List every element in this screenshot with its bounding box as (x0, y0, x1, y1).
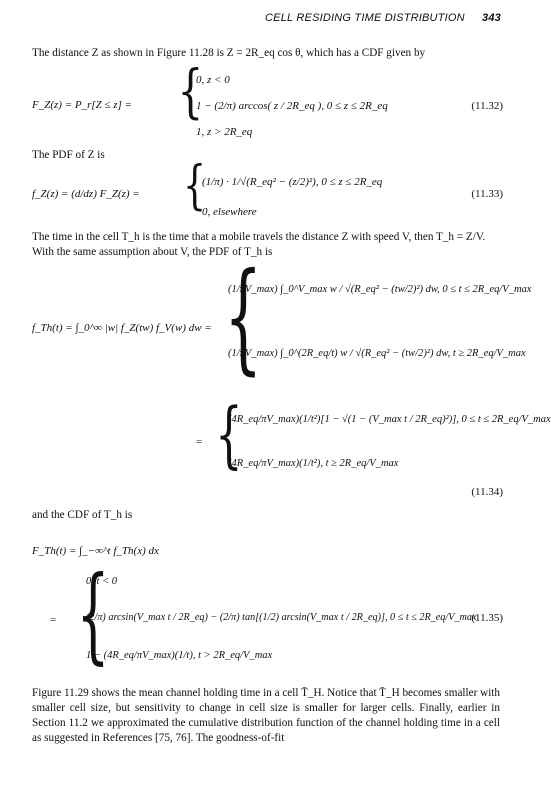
eq1135-brace: { (76, 553, 110, 675)
running-header: CELL RESIDING TIME DISTRIBUTION 343 (265, 12, 501, 24)
paragraph-4: and the CDF of T_h is (32, 508, 500, 523)
running-title: CELL RESIDING TIME DISTRIBUTION (265, 12, 465, 24)
eq1133-case2: 0, elsewhere (202, 206, 257, 218)
eq1133-case1: (1/π) · 1/√(R_eq² − (z/2)²), 0 ≤ z ≤ 2R_… (202, 176, 383, 188)
eq1133-lhs: f_Z(z) = (d/dz) F_Z(z) = (32, 188, 140, 200)
eq1134-equals: = (196, 436, 203, 448)
eq1133-number: (11.33) (471, 188, 503, 200)
eq1134-case2: (1/πV_max) ∫_0^(2R_eq/t) w / √(R_eq² − (… (228, 348, 526, 359)
eq1134-brace-bottom: { (215, 392, 243, 476)
paragraph-2-text: The PDF of Z is (32, 149, 105, 161)
paragraph-3-text: The time in the cell T_h is the time tha… (32, 231, 486, 258)
eq1135-case3: 1 − (4R_eq/πV_max)(1/t), t > 2R_eq/V_max (86, 650, 273, 661)
eq1135-case2: (2/π) arcsin(V_max t / 2R_eq) − (2/π) ta… (86, 612, 477, 623)
eq1134-lhs: f_Th(t) = ∫_0^∞ |w| f_Z(tw) f_V(w) dw = (32, 322, 212, 334)
eq1134-brace-top: { (224, 248, 263, 387)
eq1135-case1: 0, t < 0 (86, 576, 118, 587)
eq1134-number: (11.34) (471, 486, 503, 498)
eq1132-case3: 1, z > 2R_eq (196, 126, 253, 138)
eq1135-number: (11.35) (471, 612, 503, 624)
eq1134-case1: (1/πV_max) ∫_0^V_max w / √(R_eq² − (tw/2… (228, 284, 532, 295)
eq1135-lhs: F_Th(t) = ∫_−∞^t f_Th(x) dx (32, 545, 159, 557)
eq1133-brace: { (182, 156, 207, 216)
eq1132-lhs: F_Z(z) = P_r[Z ≤ z] = (32, 99, 133, 111)
page-number: 343 (482, 12, 501, 24)
eq1134-case4: (4R_eq/πV_max)(1/t²), t ≥ 2R_eq/V_max (228, 458, 399, 469)
paragraph-5: Figure 11.29 shows the mean channel hold… (32, 686, 500, 746)
page: CELL RESIDING TIME DISTRIBUTION 343 The … (32, 12, 551, 746)
eq1134-case3: (4R_eq/πV_max)(1/t²)[1 − √(1 − (V_max t … (228, 414, 551, 425)
eq1132-number: (11.32) (471, 100, 503, 112)
eq1132-case2: 1 − (2/π) arccos( z / 2R_eq ), 0 ≤ z ≤ 2… (196, 100, 388, 112)
eq1132-brace: { (177, 57, 204, 125)
paragraph-4-text: and the CDF of T_h is (32, 509, 133, 521)
paragraph-3: The time in the cell T_h is the time tha… (32, 230, 500, 260)
eq1132-case1: 0, z < 0 (196, 74, 230, 86)
paragraph-1-text: The distance Z as shown in Figure 11.28 … (32, 47, 426, 59)
paragraph-5-text: Figure 11.29 shows the mean channel hold… (32, 687, 501, 744)
paragraph-1: The distance Z as shown in Figure 11.28 … (32, 46, 500, 61)
eq1135-equals: = (50, 614, 57, 626)
paragraph-2: The PDF of Z is (32, 148, 500, 163)
